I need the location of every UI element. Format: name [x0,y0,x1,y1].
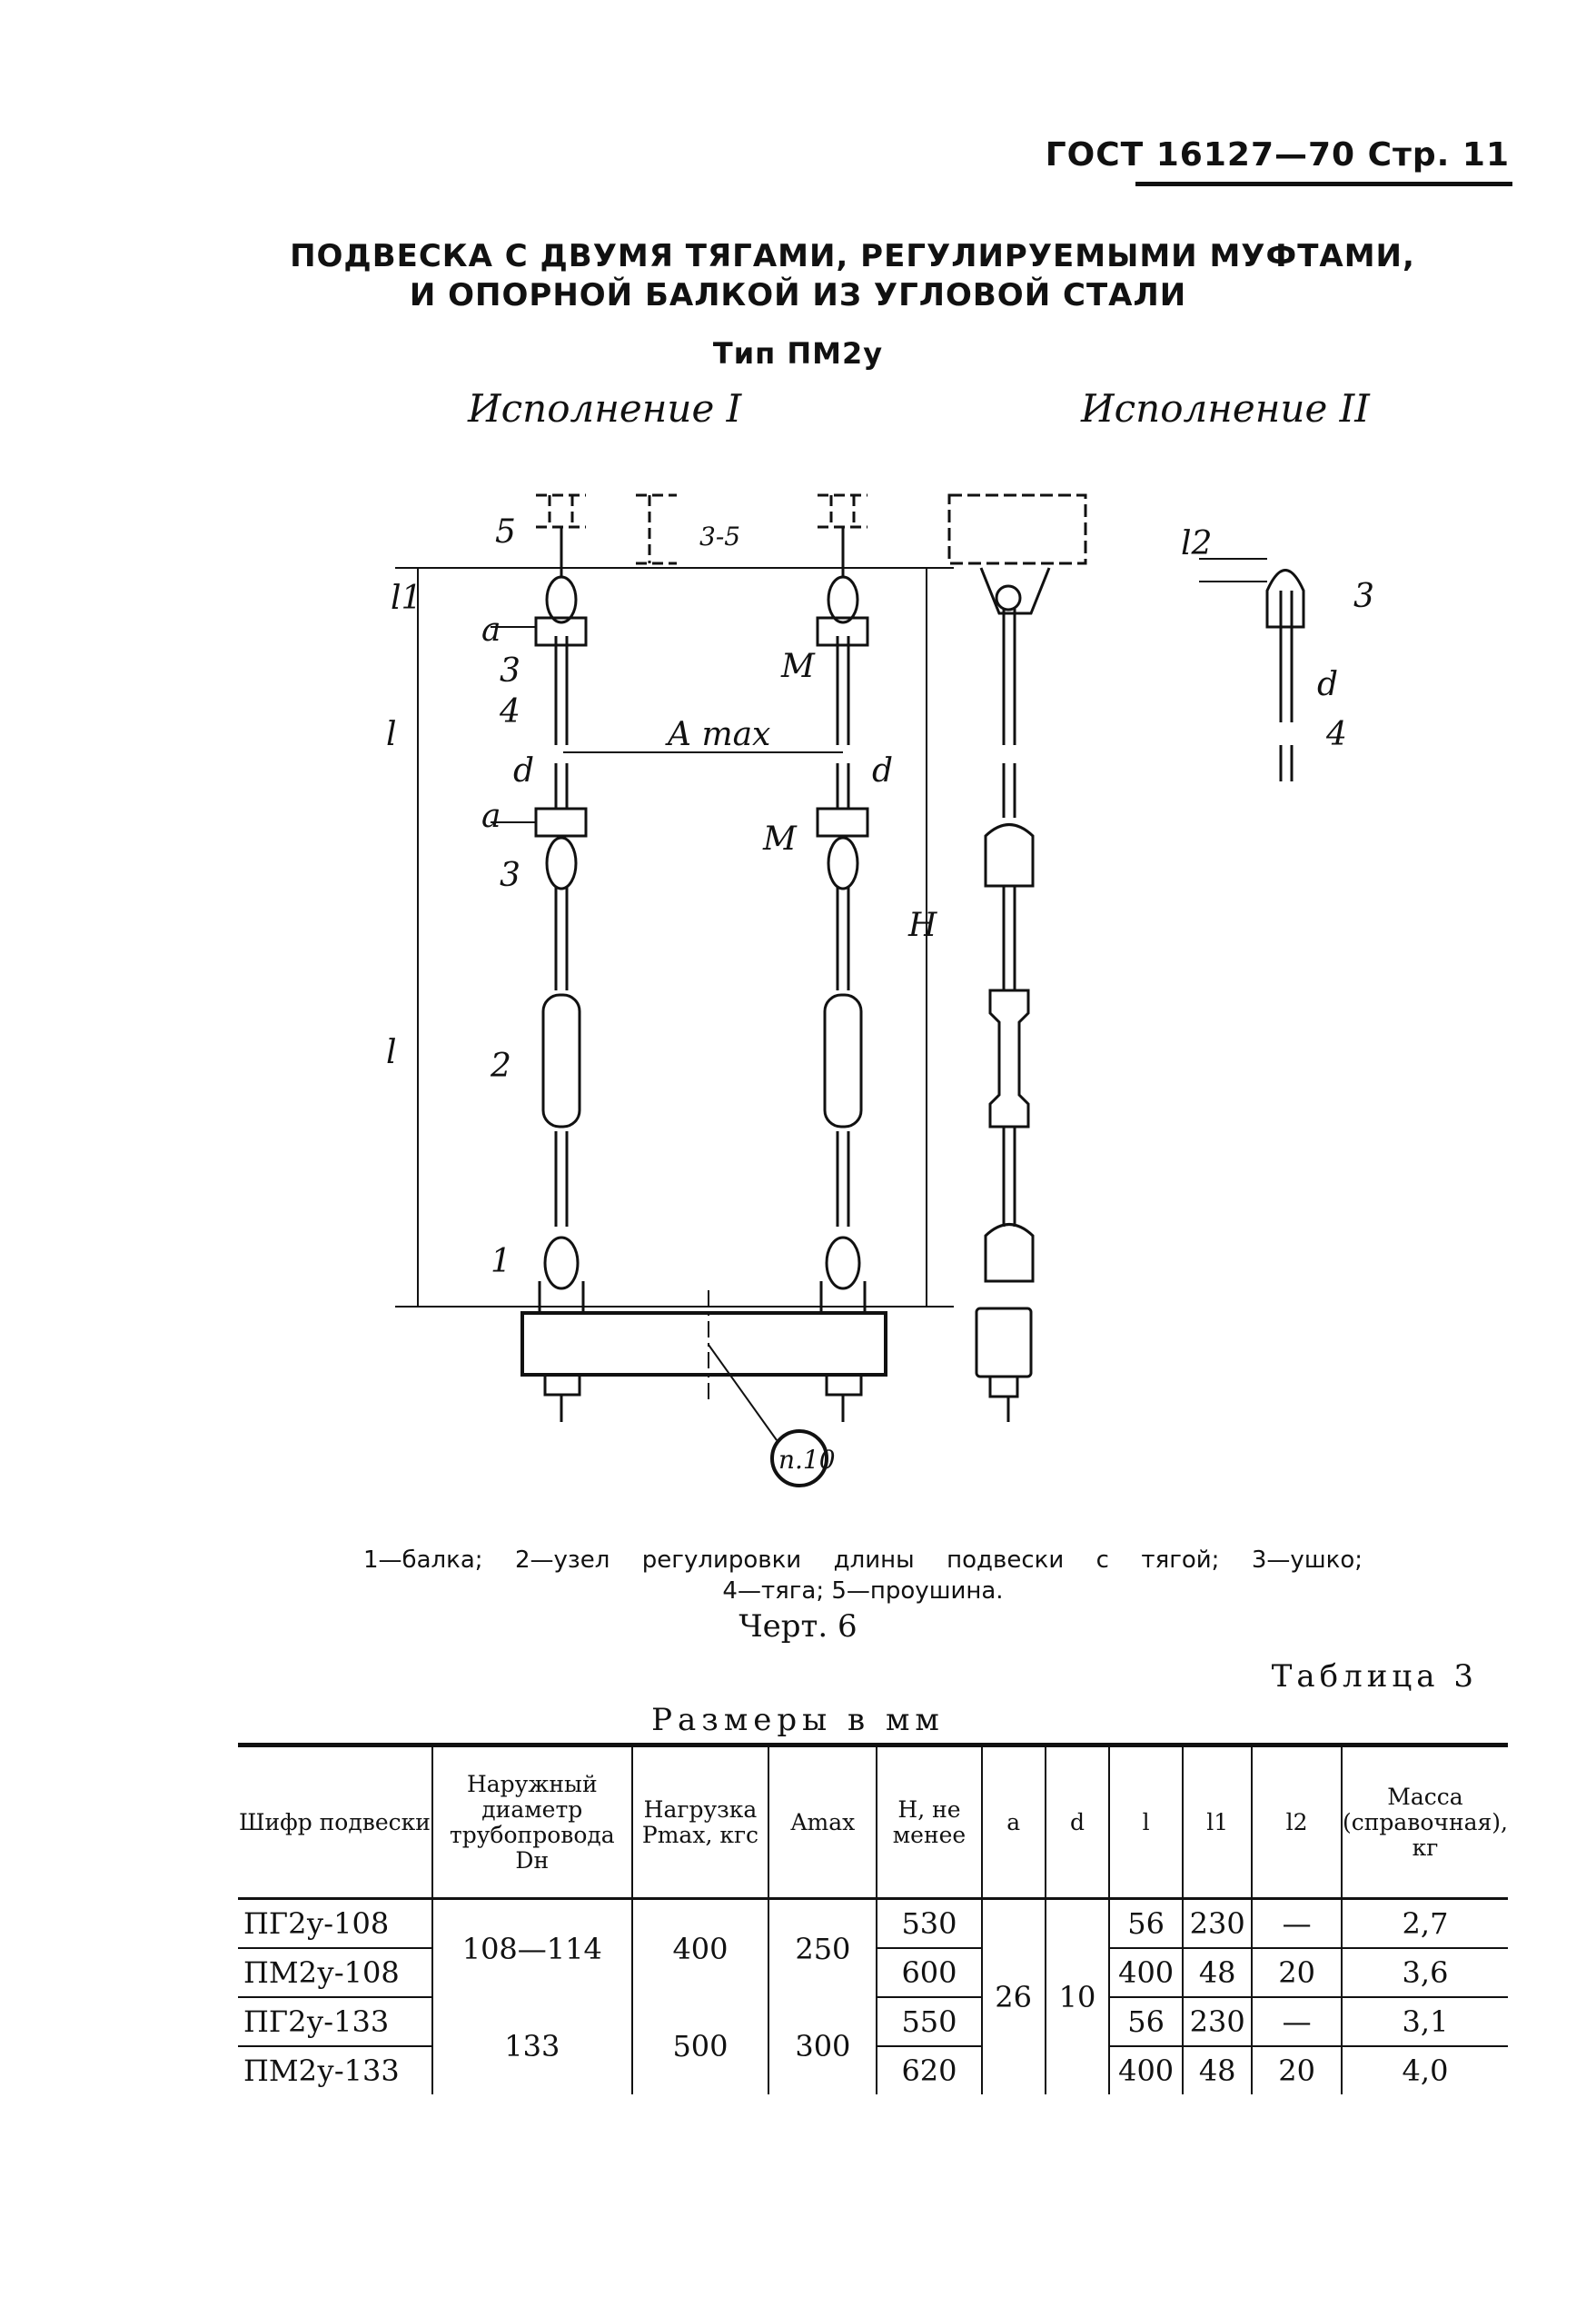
label-ref: п.10 [778,1445,836,1475]
standard-header: ГОСТ 16127—70 Стр. 11 [1045,136,1510,174]
th-l2: l2 [1251,1745,1342,1899]
table-units: Размеры в мм [651,1702,945,1738]
th-mass: Масса (справочная), кг [1340,1745,1508,1899]
hanger-drawing: l1 l l H 5 3 4 3 2 1 a a d d A max M M 3… [386,493,1374,1487]
label-pos1: 1 [491,1243,511,1280]
label-a-lower: a [481,798,501,835]
label-pos3-detail: 3 [1353,578,1374,615]
table-name: Таблица 3 [1271,1658,1478,1695]
th-code: Шифр подвески [238,1808,431,1835]
legend-line-1: 1—балка; 2—узел регулировки длины подвес… [363,1546,1363,1574]
label-l1: l1 [391,580,421,617]
header-rule [1135,182,1512,186]
th-d: d [1044,1745,1110,1899]
label-M-upper: M [780,648,816,685]
table-row: ПГ2у-108 108—114 400 250 530 26 10 56 23… [238,1898,1508,2094]
label-pos4: 4 [499,693,520,731]
table-row: ПМ2у-133 620 400 48 20 4,0 [238,2046,1508,2094]
table-row: ПМ2у-108 600 400 48 20 3,6 [238,1948,1508,1998]
label-d-left: d [513,752,534,790]
label-pos3-b: 3 [500,857,520,894]
label-M-lower: M [762,820,798,858]
left-rod [534,527,588,1313]
label-l-lower: l [386,1034,397,1071]
label-d-right: d [872,752,893,790]
label-H: H [907,907,937,944]
title-line-2: И ОПОРНОЙ БАЛКОЙ ИЗ УГЛОВОЙ СТАЛИ [409,277,1187,313]
th-dn: Наружный диаметр трубопровода Dн [431,1745,632,1899]
type-label: Тип ПМ2у [712,336,884,371]
th-a: a [980,1745,1046,1899]
label-gap: 3-5 [699,522,740,552]
variant-2-label: Исполнение II [1081,386,1370,431]
label-pos2: 2 [490,1048,511,1085]
th-load: Нагрузка Pmax, кгс [630,1745,769,1899]
label-l-upper: l [386,716,397,753]
label-pos5: 5 [495,513,516,551]
label-a-upper: a [481,612,501,649]
legend-caption: 1—балка; 2—узел регулировки длины подвес… [363,1545,1363,1606]
label-pos3-a: 3 [500,652,520,690]
th-amax: Amax [768,1745,877,1899]
label-l2: l2 [1181,525,1212,562]
label-pos4-detail: 4 [1325,716,1347,753]
variant-1-label: Исполнение I [468,386,742,431]
label-amax: A max [665,716,770,753]
table-row: ПГ2у-133 133 500 300 550 56 230 — 3,1 [238,1997,1508,2094]
label-d-detail: d [1317,666,1338,703]
detail-variant-2 [1199,558,1305,781]
right-rod [816,527,869,1313]
th-l1: l1 [1182,1745,1253,1899]
figure-label: Черт. 6 [739,1608,857,1645]
legend-line-2: 4—тяга; 5—проушина. [722,1577,1004,1605]
th-l: l [1108,1745,1184,1899]
th-h: H, не менее [876,1745,982,1899]
title-line-1: ПОДВЕСКА С ДВУМЯ ТЯГАМИ, РЕГУЛИРУЕМЫМИ М… [290,238,1415,274]
side-rod [975,584,1035,1422]
dimensions-table: Шифр подвески Наружный диаметр трубопров… [238,1743,1508,2094]
